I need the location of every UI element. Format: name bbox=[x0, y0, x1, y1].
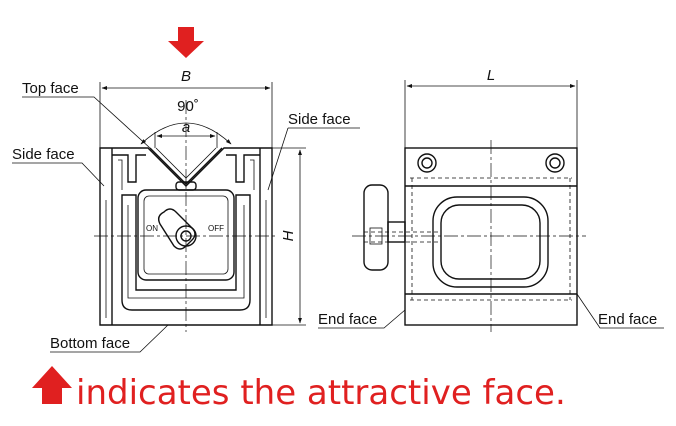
front-view: B ON OFF 90˚ bbox=[12, 27, 360, 353]
front-body-outline bbox=[99, 147, 273, 326]
label-end-face-left: End face bbox=[318, 311, 377, 328]
label-top-face: Top face bbox=[22, 80, 79, 97]
arrow-up-icon bbox=[32, 366, 72, 404]
label-side-face-right: Side face bbox=[288, 111, 351, 128]
angle-arc bbox=[140, 122, 232, 145]
switch-off-label: OFF bbox=[208, 224, 224, 233]
dimension-l: L bbox=[487, 67, 495, 84]
side-window bbox=[432, 196, 549, 288]
label-end-face-right: End face bbox=[598, 311, 657, 328]
dimension-a: a bbox=[182, 119, 190, 136]
switch-lever bbox=[157, 208, 196, 250]
screw-right bbox=[545, 153, 565, 173]
side-view: L End face End face bbox=[318, 67, 664, 332]
screw-left bbox=[417, 153, 437, 173]
dimension-angle: 90˚ bbox=[177, 98, 199, 115]
label-side-face-left: Side face bbox=[12, 146, 75, 163]
arrow-down-icon bbox=[168, 27, 204, 58]
dimension-h: H bbox=[280, 230, 297, 241]
side-knob bbox=[363, 184, 389, 271]
legend-note: indicates the attractive face. bbox=[32, 366, 566, 413]
note-text: indicates the attractive face. bbox=[76, 373, 566, 413]
dimension-b: B bbox=[181, 68, 191, 85]
label-bottom-face: Bottom face bbox=[50, 335, 130, 352]
switch-on-label: ON bbox=[146, 224, 158, 233]
